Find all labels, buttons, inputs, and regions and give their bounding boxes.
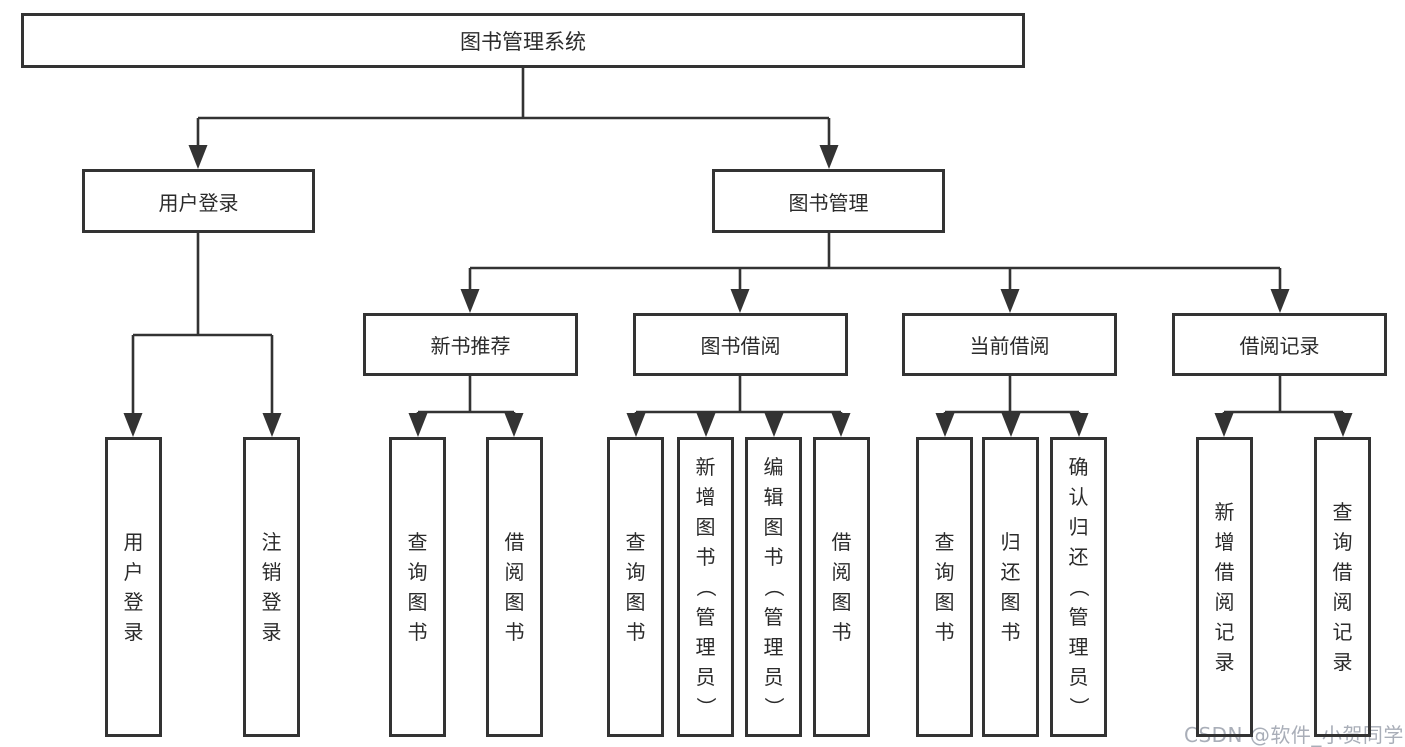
node-leaf-query-borrow-record: 查询借阅记录 bbox=[1314, 437, 1371, 737]
node-label: 借阅图书 bbox=[504, 530, 525, 644]
node-book-management: 图书管理 bbox=[712, 169, 945, 233]
node-root-system: 图书管理系统 bbox=[21, 13, 1025, 68]
node-label: 新增借阅记录 bbox=[1214, 500, 1235, 674]
node-leaf-confirm-return-admin: 确认归还（管理员） bbox=[1050, 437, 1107, 737]
node-label: 查询借阅记录 bbox=[1332, 500, 1353, 674]
node-label: 注销登录 bbox=[261, 530, 282, 644]
node-label: 图书管理系统 bbox=[460, 29, 586, 54]
node-label: 借阅图书 bbox=[831, 530, 852, 644]
node-leaf-logout: 注销登录 bbox=[243, 437, 300, 737]
node-label: 编辑图书（管理员） bbox=[761, 455, 786, 717]
node-label: 用户登录 bbox=[123, 530, 144, 644]
node-leaf-borrow-books: 借阅图书 bbox=[813, 437, 870, 737]
node-label: 图书管理 bbox=[788, 190, 869, 215]
node-label: 新增图书（管理员） bbox=[693, 455, 718, 717]
node-leaf-query-books-current: 查询图书 bbox=[916, 437, 973, 737]
node-leaf-add-borrow-record: 新增借阅记录 bbox=[1196, 437, 1253, 737]
node-leaf-query-books-recommend: 查询图书 bbox=[389, 437, 446, 737]
node-label: 查询图书 bbox=[625, 530, 646, 644]
node-leaf-add-books-admin: 新增图书（管理员） bbox=[677, 437, 734, 737]
node-leaf-return-books: 归还图书 bbox=[982, 437, 1039, 737]
node-label: 确认归还（管理员） bbox=[1066, 455, 1091, 717]
node-label: 新书推荐 bbox=[430, 334, 511, 358]
node-label: 归还图书 bbox=[1000, 530, 1021, 644]
node-label: 图书借阅 bbox=[700, 334, 781, 358]
node-user-login: 用户登录 bbox=[82, 169, 315, 233]
node-leaf-user-login: 用户登录 bbox=[105, 437, 162, 737]
node-label: 用户登录 bbox=[158, 190, 239, 215]
node-label: 借阅记录 bbox=[1239, 334, 1320, 358]
node-leaf-query-books-borrowing: 查询图书 bbox=[607, 437, 664, 737]
node-borrowing-records: 借阅记录 bbox=[1172, 313, 1387, 376]
node-leaf-edit-books-admin: 编辑图书（管理员） bbox=[745, 437, 802, 737]
node-book-borrowing: 图书借阅 bbox=[633, 313, 848, 376]
node-current-borrowing: 当前借阅 bbox=[902, 313, 1117, 376]
node-new-book-recommendation: 新书推荐 bbox=[363, 313, 578, 376]
node-label: 查询图书 bbox=[407, 530, 428, 644]
node-leaf-borrow-books-recommend: 借阅图书 bbox=[486, 437, 543, 737]
node-label: 当前借阅 bbox=[969, 334, 1050, 358]
node-label: 查询图书 bbox=[934, 530, 955, 644]
csdn-watermark: CSDN @软件_小贺同学 bbox=[1184, 723, 1404, 747]
